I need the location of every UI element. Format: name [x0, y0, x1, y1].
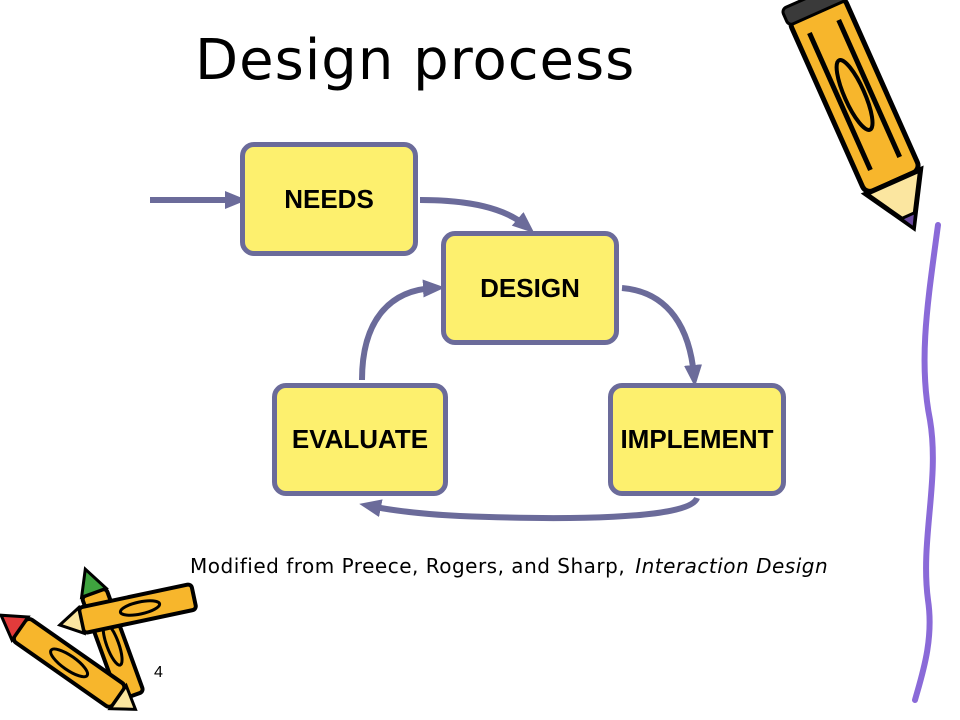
- node-evaluate: EVALUATE: [272, 383, 448, 496]
- node-design: DESIGN: [441, 231, 619, 345]
- source-caption: Modified from Preece, Rogers, and Sharp,…: [190, 554, 828, 578]
- arrow-evaluate-to-design: [359, 279, 445, 381]
- arrow-implement-to-evaluate: [359, 496, 700, 522]
- arrow-needs-to-design: [419, 197, 535, 234]
- node-implement: IMPLEMENT: [608, 383, 786, 496]
- caption-book-title: Interaction Design: [635, 554, 829, 578]
- caption-prefix: Modified from Preece, Rogers, and Sharp,: [190, 554, 626, 578]
- slide-title: Design process: [195, 28, 636, 93]
- page-number: 4: [154, 664, 163, 681]
- arrow-design-to-implement: [621, 285, 703, 387]
- node-needs: NEEDS: [240, 142, 418, 256]
